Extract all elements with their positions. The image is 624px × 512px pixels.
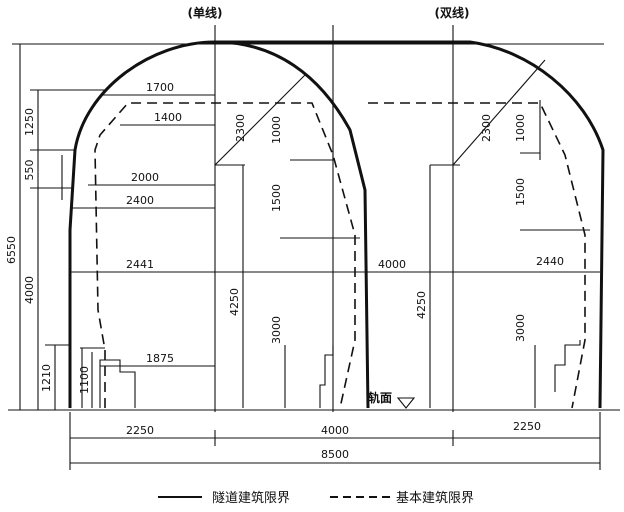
dim-2000: 2000	[131, 171, 159, 184]
dim-4000-mid: 4000	[378, 258, 406, 271]
header-double-track: (双线)	[435, 5, 470, 20]
dim-bottom-2250-left: 2250	[126, 424, 154, 437]
dim-4000-left: 4000	[23, 276, 36, 304]
dim-1700: 1700	[146, 81, 174, 94]
dim-bottom-4000: 4000	[321, 424, 349, 437]
dim-1500-single: 1500	[270, 184, 283, 212]
dim-2300-single: 2300	[234, 114, 247, 142]
dim-1875: 1875	[146, 352, 174, 365]
dim-2300-double: 2300	[480, 114, 493, 142]
dim-1100: 1100	[78, 366, 91, 394]
dim-1000-single: 1000	[270, 116, 283, 144]
dim-1210: 1210	[40, 364, 53, 392]
legend-solid-label: 隧道建筑限界	[212, 490, 290, 506]
dim-3000-single: 3000	[270, 316, 283, 344]
dim-1400: 1400	[154, 111, 182, 124]
dim-4250-double: 4250	[415, 291, 428, 319]
double-track-tunnel-outline	[215, 40, 605, 409]
dim-4250-single: 4250	[228, 288, 241, 316]
legend-dashed-label: 基本建筑限界	[396, 490, 474, 506]
dim-550: 550	[23, 160, 36, 181]
dim-1000-double: 1000	[514, 114, 527, 142]
dim-6550: 6550	[5, 236, 18, 264]
rail-level-triangle-icon	[396, 397, 416, 409]
dim-2440: 2440	[536, 255, 564, 268]
dim-1500-double: 1500	[514, 178, 527, 206]
header-single-track: (单线)	[188, 5, 223, 20]
dim-bottom-2250-right: 2250	[513, 420, 541, 433]
single-track-basic-clearance	[94, 102, 356, 409]
dim-1250: 1250	[23, 108, 36, 136]
single-track-tunnel-outline	[68, 40, 370, 409]
dim-3000-double: 3000	[514, 314, 527, 342]
dim-2441: 2441	[126, 258, 154, 271]
dim-bottom-8500: 8500	[321, 448, 349, 461]
dim-2400: 2400	[126, 194, 154, 207]
rail-level-label: 轨面	[368, 390, 392, 405]
